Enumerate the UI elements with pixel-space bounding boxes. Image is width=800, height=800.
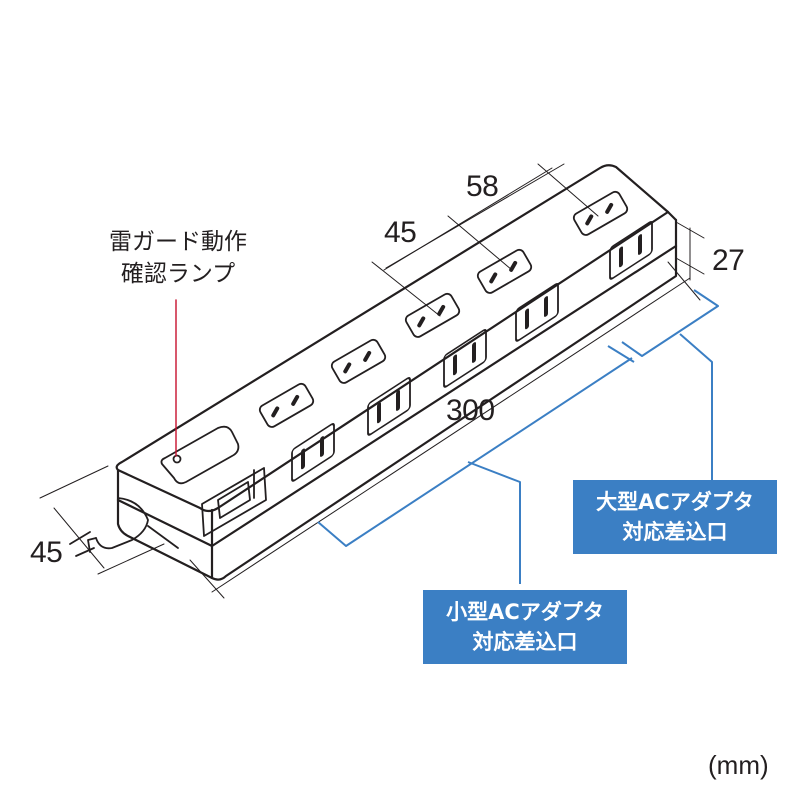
- lamp-label: 雷ガード動作 確認ランプ: [88, 226, 268, 290]
- lamp-label-line2: 確認ランプ: [120, 261, 236, 287]
- unit-label: (mm): [708, 750, 769, 780]
- dim-length: 300: [446, 394, 495, 427]
- small-adapter-line1: 小型ACアダプタ: [446, 600, 604, 624]
- top-outlets: [258, 190, 629, 428]
- small-adapter-line2: 対応差込口: [472, 630, 578, 654]
- large-adapter-callout: 大型ACアダプタ 対応差込口: [573, 480, 777, 554]
- large-adapter-line2: 対応差込口: [622, 520, 728, 544]
- dim-outlet-pitch-large: 58: [466, 170, 499, 203]
- power-switch: [201, 467, 267, 537]
- dimension-lines: [39, 163, 705, 599]
- adapter-brackets: [317, 289, 719, 584]
- dim-depth: 45: [30, 536, 63, 569]
- lamp-window: [160, 425, 240, 485]
- lamp-label-line1: 雷ガード動作: [109, 229, 247, 255]
- side-outlets: [291, 221, 653, 482]
- small-adapter-callout: 小型ACアダプタ 対応差込口: [423, 590, 627, 664]
- large-adapter-line1: 大型ACアダプタ: [596, 490, 754, 514]
- dim-height: 27: [712, 244, 745, 277]
- power-cord: [69, 497, 179, 557]
- dim-outlet-pitch-small: 45: [384, 216, 417, 249]
- strip-body: [115, 164, 678, 581]
